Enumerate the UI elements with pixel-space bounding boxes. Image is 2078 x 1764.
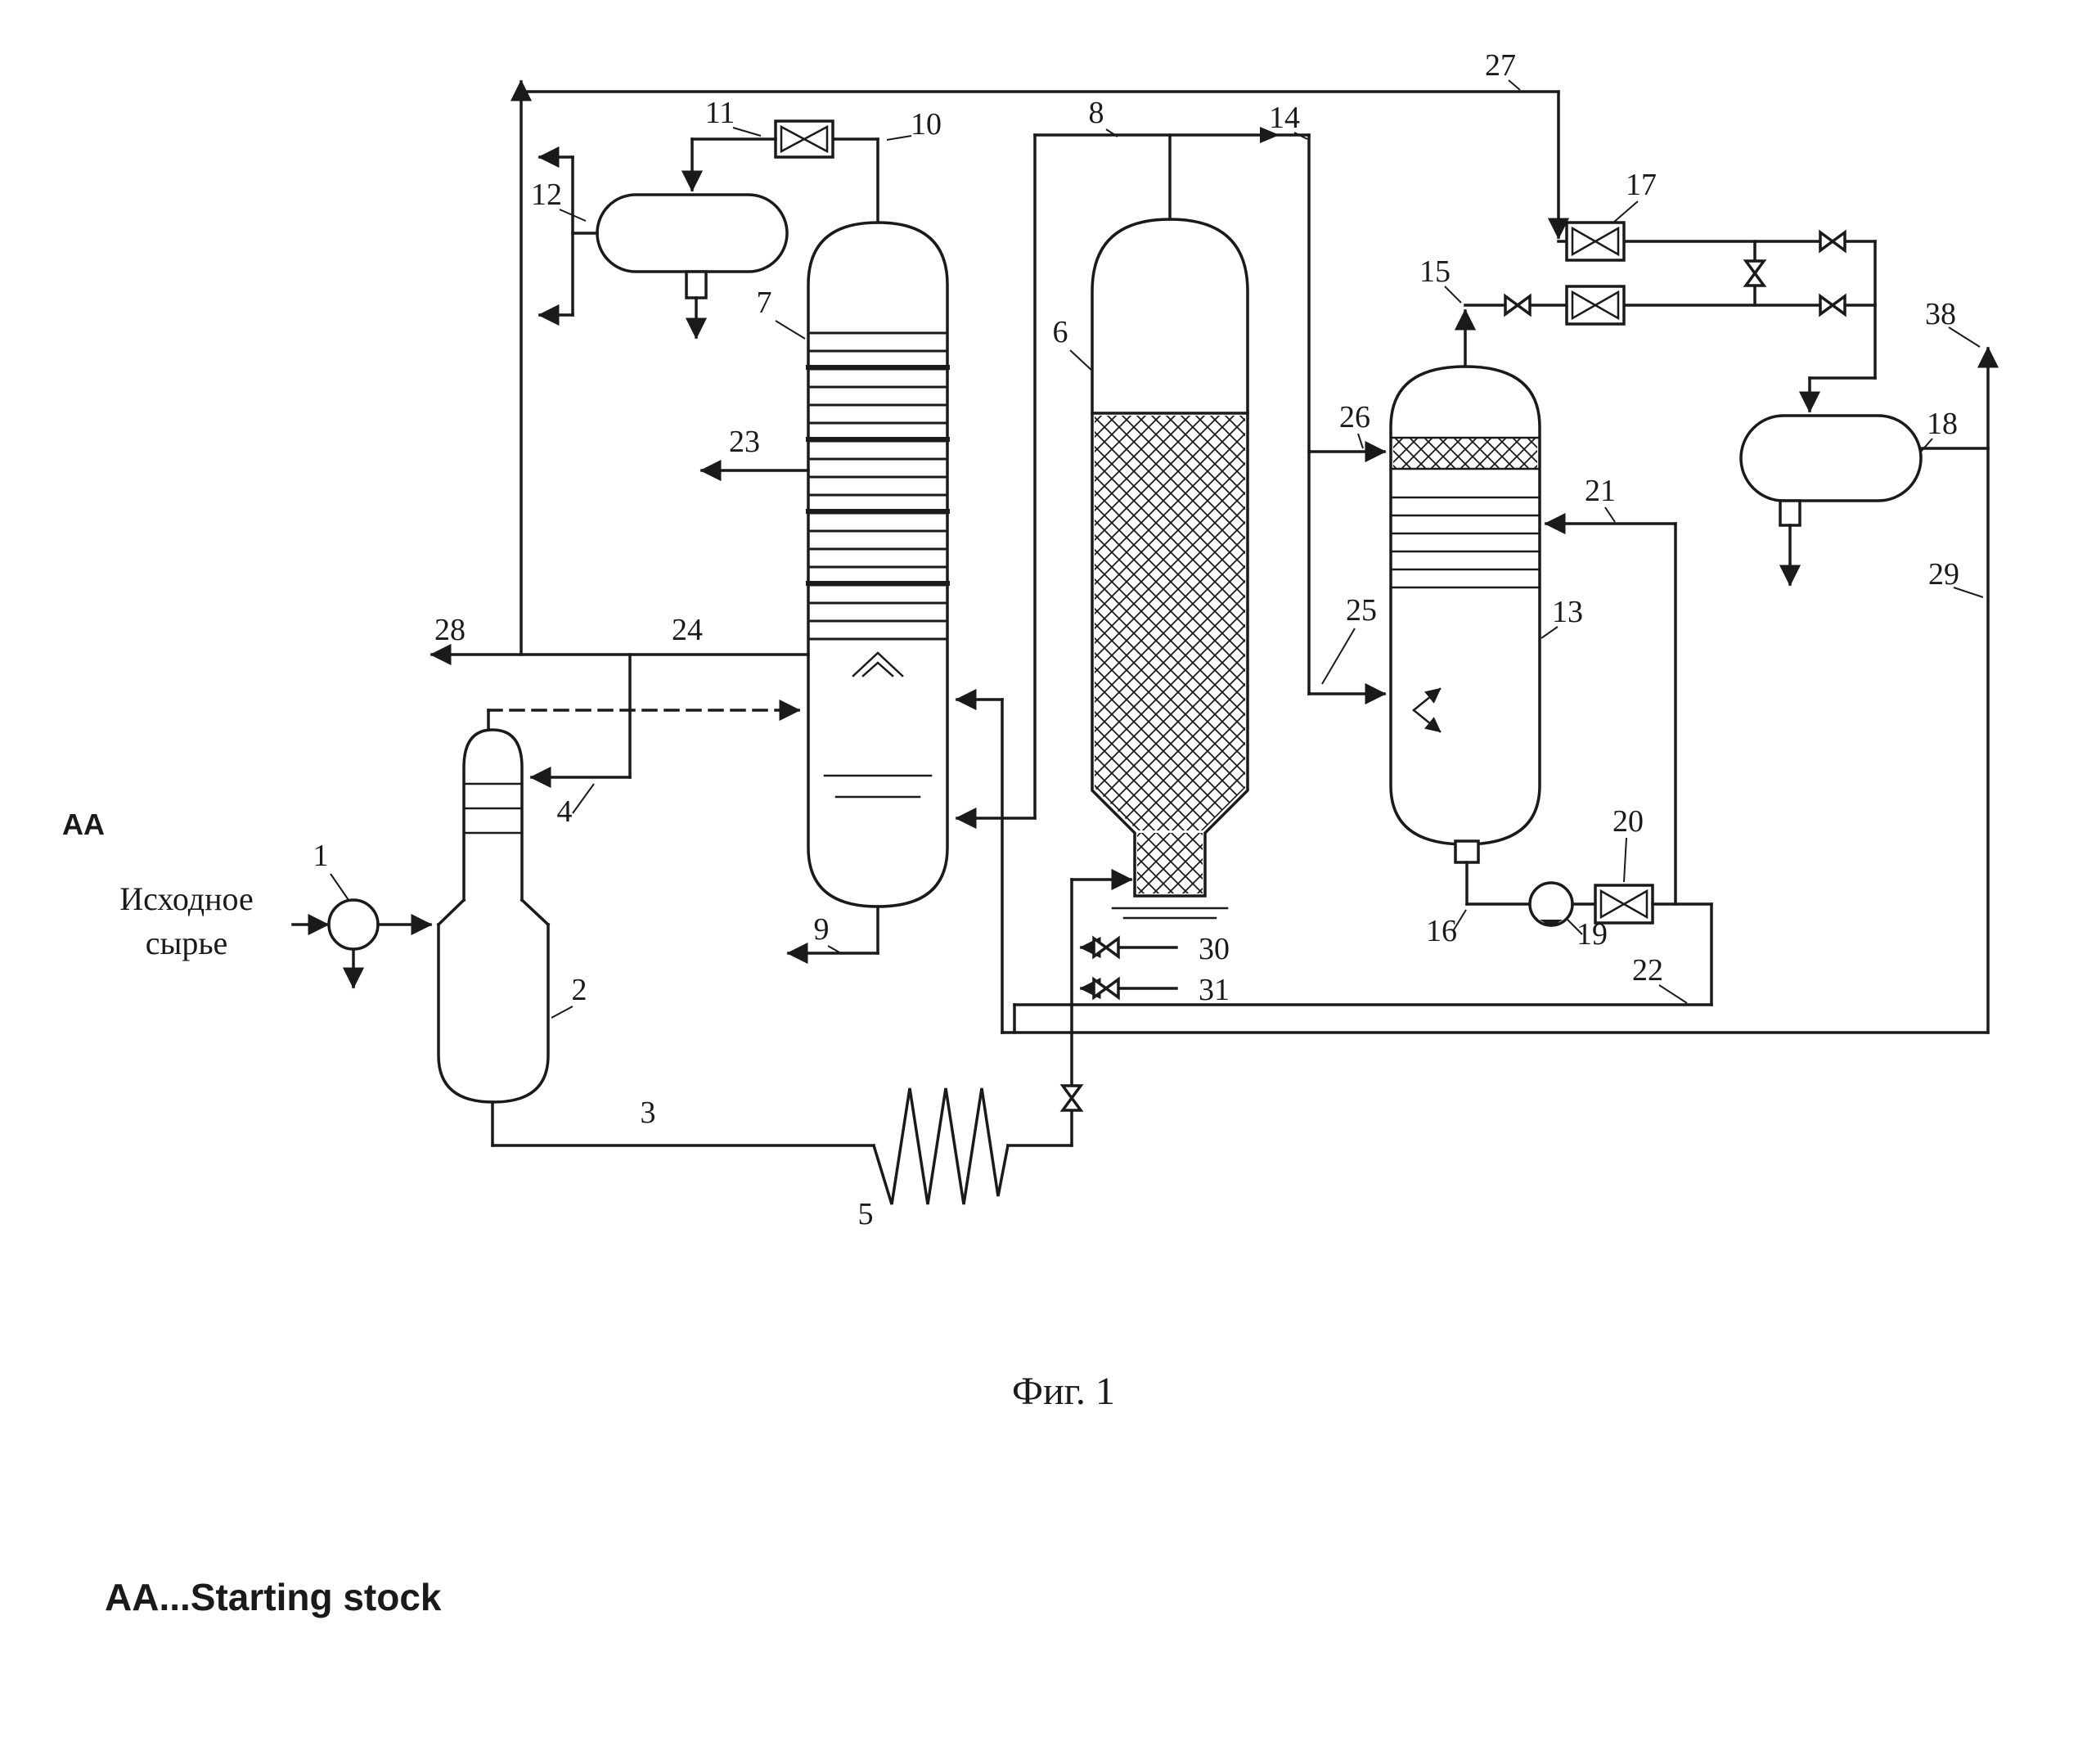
valve [1743, 259, 1767, 287]
callout-29: 29 [1928, 557, 1959, 592]
demister-bed [1393, 438, 1537, 469]
pump-19-symbol [1528, 881, 1574, 927]
drum-18-boot [1779, 499, 1801, 527]
riser-valve [1059, 1084, 1084, 1112]
liquid-level-lines [823, 774, 933, 799]
callout-5: 5 [858, 1197, 874, 1231]
column-7 [699, 137, 950, 965]
vapor-chevron [852, 651, 904, 677]
callout-18: 18 [1927, 407, 1958, 441]
callout-38: 38 [1925, 297, 1956, 331]
condenser-bank-17 [1464, 221, 1877, 413]
column-13 [1389, 308, 1541, 864]
feed-text-line2: сырье [146, 925, 228, 961]
feed-text-line1: Исходное [119, 880, 253, 917]
tray-section [808, 324, 947, 651]
callout-31: 31 [1199, 973, 1230, 1007]
callout-6: 6 [1053, 315, 1068, 349]
valve [1819, 229, 1846, 254]
callout-23: 23 [729, 425, 760, 459]
reactor-6 [1091, 133, 1249, 920]
callout-8: 8 [1089, 96, 1104, 130]
feed-label: AA Исходное сырье [62, 808, 254, 961]
line-31-valve [1092, 976, 1120, 1001]
callout-leaders [330, 79, 1984, 1019]
feed-inlet-mixer-1 [291, 898, 433, 989]
callout-30: 30 [1199, 932, 1230, 966]
callout-22: 22 [1632, 953, 1663, 988]
catalyst-bed [1095, 416, 1245, 788]
figure-caption: Фиг. 1 [1012, 1370, 1115, 1413]
callout-3: 3 [641, 1096, 656, 1130]
draw-line-24-28 [430, 643, 810, 789]
callout-13: 13 [1552, 595, 1583, 629]
furnace-5-coil [871, 1087, 1010, 1205]
line-30-valve [1092, 935, 1120, 960]
valve [1819, 293, 1846, 317]
overhead-line-27 [510, 79, 1570, 656]
callout-15: 15 [1419, 254, 1451, 289]
callout-1: 1 [313, 839, 329, 873]
callout-20: 20 [1612, 804, 1644, 839]
callouts: 1 2 3 4 5 6 7 8 9 10 11 12 13 14 15 16 1… [313, 48, 1960, 1231]
callout-2: 2 [572, 973, 587, 1007]
callout-14: 14 [1269, 101, 1300, 135]
condenser-11 [681, 119, 834, 192]
callout-28: 28 [434, 613, 466, 647]
reactor-overhead-8-14 [955, 127, 1387, 830]
callout-25: 25 [1346, 593, 1377, 628]
callout-11: 11 [705, 96, 735, 130]
bottom-nozzle [1454, 839, 1480, 864]
callout-7: 7 [757, 286, 772, 320]
callout-9: 9 [814, 912, 830, 947]
transfer-line-3-furnace-5 [491, 868, 1178, 1205]
marker-aa: AA [62, 808, 105, 841]
callout-17: 17 [1626, 168, 1657, 202]
callout-19: 19 [1576, 917, 1608, 952]
callout-26: 26 [1339, 400, 1370, 434]
drum-12-boot [685, 270, 708, 299]
callout-12: 12 [531, 178, 562, 212]
callout-27: 27 [1485, 48, 1516, 83]
stripper-vessel-2 [436, 728, 551, 1104]
separator-drum-18 [1739, 346, 1999, 587]
callout-10: 10 [911, 107, 942, 142]
bottoms-circuit [1465, 512, 1713, 927]
callout-21: 21 [1585, 474, 1616, 508]
legend-text: AA...Starting stock [105, 1576, 442, 1618]
mixer-1-symbol [327, 898, 380, 951]
flow-arrow-8 [1260, 127, 1280, 143]
callout-4: 4 [557, 794, 573, 829]
valve [1504, 293, 1532, 317]
recycle-line-29-22 [955, 447, 1990, 1034]
tray-lines [1389, 496, 1541, 589]
reflux-drum-12 [537, 146, 789, 340]
callout-16: 16 [1426, 914, 1457, 948]
callout-24: 24 [672, 613, 703, 647]
